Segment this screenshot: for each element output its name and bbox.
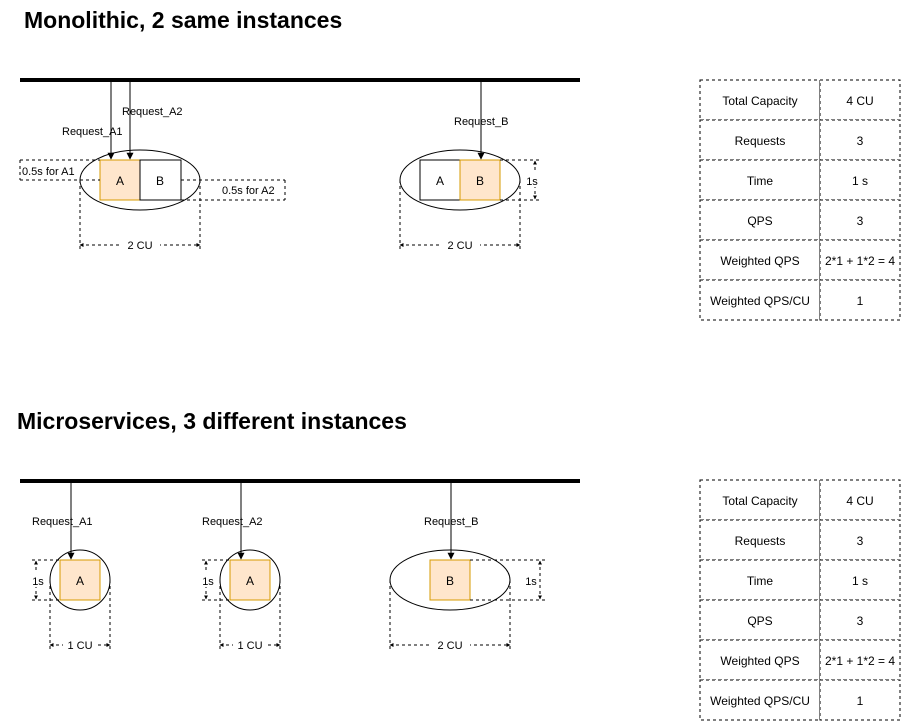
service-box-b: [459, 159, 501, 201]
service-box-a-label: A: [116, 174, 124, 188]
table-label: Requests: [735, 534, 786, 548]
request-a2-label: Request_A2: [202, 516, 263, 528]
microservice-instance-1: A Request_A1 1s 1 CU: [29, 481, 111, 652]
table-label-cell: [699, 279, 821, 321]
table-value-cell: [819, 159, 901, 201]
cu-label: 2 CU: [127, 240, 152, 252]
service-box-b-label: B: [446, 574, 454, 588]
table-value-cell: [819, 79, 901, 121]
monolithic-section: Monolithic, 2 same instances A B Request…: [19, 7, 901, 321]
table-value: 4 CU: [846, 94, 873, 108]
cu-label: 2 CU: [437, 640, 462, 652]
cu-label-bg: [432, 639, 470, 651]
table-label-cell: [699, 479, 821, 521]
table-value: 1 s: [852, 174, 868, 188]
table-value: 3: [857, 534, 864, 548]
table-label: Total Capacity: [722, 94, 797, 108]
cu-label: 1 CU: [67, 640, 92, 652]
monolithic-title: Monolithic, 2 same instances: [24, 7, 342, 33]
service-box-b: [429, 559, 471, 601]
table-label: Total Capacity: [722, 494, 797, 508]
time-b-label: 1s: [526, 176, 538, 188]
request-b-label: Request_B: [454, 116, 508, 128]
service-box-a: [99, 159, 141, 201]
table-value-cell: [819, 479, 901, 521]
table-value-cell: [819, 559, 901, 601]
service-box-a: [229, 559, 271, 601]
table-value-cell: [819, 639, 901, 681]
time-label-bg: [523, 573, 539, 587]
service-box-b-label: B: [476, 174, 484, 188]
service-box-a: [419, 159, 461, 201]
time-label: 1s: [202, 576, 214, 588]
table-value: 1: [857, 294, 864, 308]
service-box-a: [59, 559, 101, 601]
table-label-cell: [699, 679, 821, 721]
table-label: Time: [747, 574, 774, 588]
microservices-metrics-table: Total Capacity 4 CU Requests 3 Time 1 s …: [699, 479, 901, 721]
cu-label: 1 CU: [237, 640, 262, 652]
monolithic-instance-1: A B Request_A1 Request_A2 0.5s for A1 0.…: [19, 80, 286, 252]
time-label-bg: [29, 573, 45, 587]
microservices-title: Microservices, 3 different instances: [17, 408, 407, 434]
table-value-cell: [819, 519, 901, 561]
service-box-b: [139, 159, 182, 201]
service-box-b-label: B: [156, 174, 164, 188]
monolithic-metrics-table: Total Capacity 4 CU Requests 3 Time 1 s …: [699, 79, 901, 321]
cu-label-bg: [63, 639, 97, 651]
cu-label: 2 CU: [447, 240, 472, 252]
table-label-cell: [699, 239, 821, 281]
table-value: 3: [857, 614, 864, 628]
table-label: Weighted QPS: [720, 654, 799, 668]
table-value-cell: [819, 239, 901, 281]
table-value: 2*1 + 1*2 = 4: [825, 654, 895, 668]
table-value: 3: [857, 214, 864, 228]
microservice-instance-3: B Request_B 1s 2 CU: [389, 481, 545, 652]
table-value-cell: [819, 679, 901, 721]
service-box-a-label: A: [246, 574, 254, 588]
cu-label-bg: [122, 239, 160, 251]
table-label-cell: [699, 639, 821, 681]
table-label: QPS: [747, 214, 772, 228]
table-label: Weighted QPS/CU: [710, 694, 810, 708]
time-a2-label: 0.5s for A2: [222, 185, 275, 197]
table-value-cell: [819, 279, 901, 321]
table-value-cell: [819, 199, 901, 241]
table-label-cell: [699, 599, 821, 641]
table-value: 1: [857, 694, 864, 708]
time-a1-label: 0.5s for A1: [22, 166, 75, 178]
table-label: Weighted QPS/CU: [710, 294, 810, 308]
cu-label-bg: [233, 639, 267, 651]
cu-label-bg: [442, 239, 480, 251]
time-label: 1s: [525, 576, 537, 588]
service-box-a-label: A: [76, 574, 84, 588]
table-label-cell: [699, 159, 821, 201]
microservice-instance-2: A Request_A2 1s 1 CU: [199, 481, 281, 652]
table-value: 1 s: [852, 574, 868, 588]
table-label-cell: [699, 119, 821, 161]
time-label-bg: [199, 573, 215, 587]
table-value: 3: [857, 134, 864, 148]
microservices-section: Microservices, 3 different instances A R…: [17, 408, 901, 721]
time-b-label-bg: [525, 173, 541, 187]
table-label: Time: [747, 174, 774, 188]
table-label: Weighted QPS: [720, 254, 799, 268]
table-value: 2*1 + 1*2 = 4: [825, 254, 895, 268]
table-label-cell: [699, 79, 821, 121]
table-value-cell: [819, 119, 901, 161]
table-label-cell: [699, 199, 821, 241]
request-a1-label: Request_A1: [62, 126, 123, 138]
service-box-a-label: A: [436, 174, 444, 188]
table-label: Requests: [735, 134, 786, 148]
table-label: QPS: [747, 614, 772, 628]
request-a1-label: Request_A1: [32, 516, 93, 528]
monolithic-instance-2: A B Request_B 1s 2 CU: [399, 80, 541, 252]
table-value-cell: [819, 599, 901, 641]
request-b-label: Request_B: [424, 516, 478, 528]
table-value: 4 CU: [846, 494, 873, 508]
time-label: 1s: [32, 576, 44, 588]
table-label-cell: [699, 519, 821, 561]
request-a2-label: Request_A2: [122, 106, 183, 118]
